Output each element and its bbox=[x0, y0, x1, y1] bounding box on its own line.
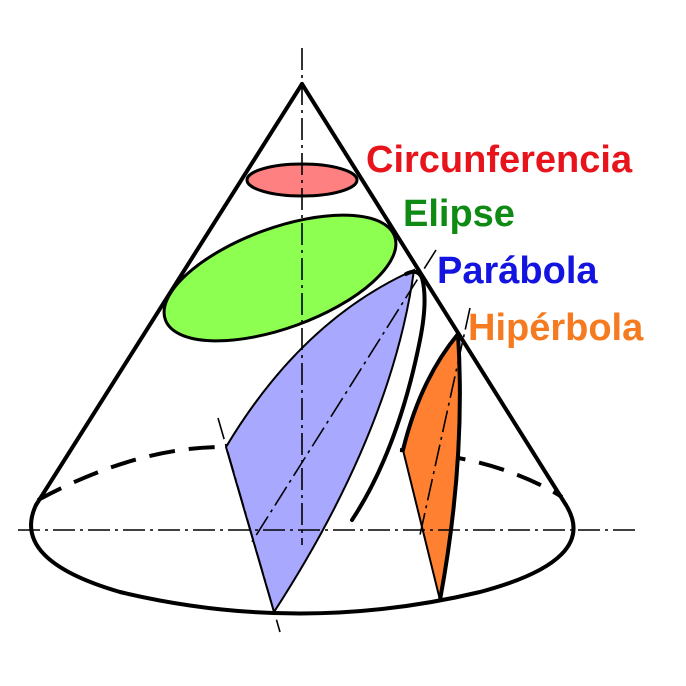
cone-left-edge bbox=[34, 82, 304, 507]
label-elipse: Elipse bbox=[403, 193, 515, 235]
label-circunferencia: Circunferencia bbox=[366, 139, 633, 181]
cone-right-edge bbox=[300, 82, 568, 507]
parabola-plane-trace bbox=[217, 417, 281, 633]
parabola-section bbox=[224, 268, 416, 615]
parabola-axis bbox=[249, 249, 437, 546]
parabola-rim bbox=[350, 269, 427, 522]
base-back-edge bbox=[37, 444, 231, 502]
label-parabola: Parábola bbox=[437, 250, 598, 292]
hyperbola-plane-trace bbox=[419, 307, 471, 536]
label-hiperbola: Hipérbola bbox=[468, 307, 644, 349]
ellipse-section bbox=[162, 213, 398, 343]
base-front-edge bbox=[29, 503, 576, 616]
